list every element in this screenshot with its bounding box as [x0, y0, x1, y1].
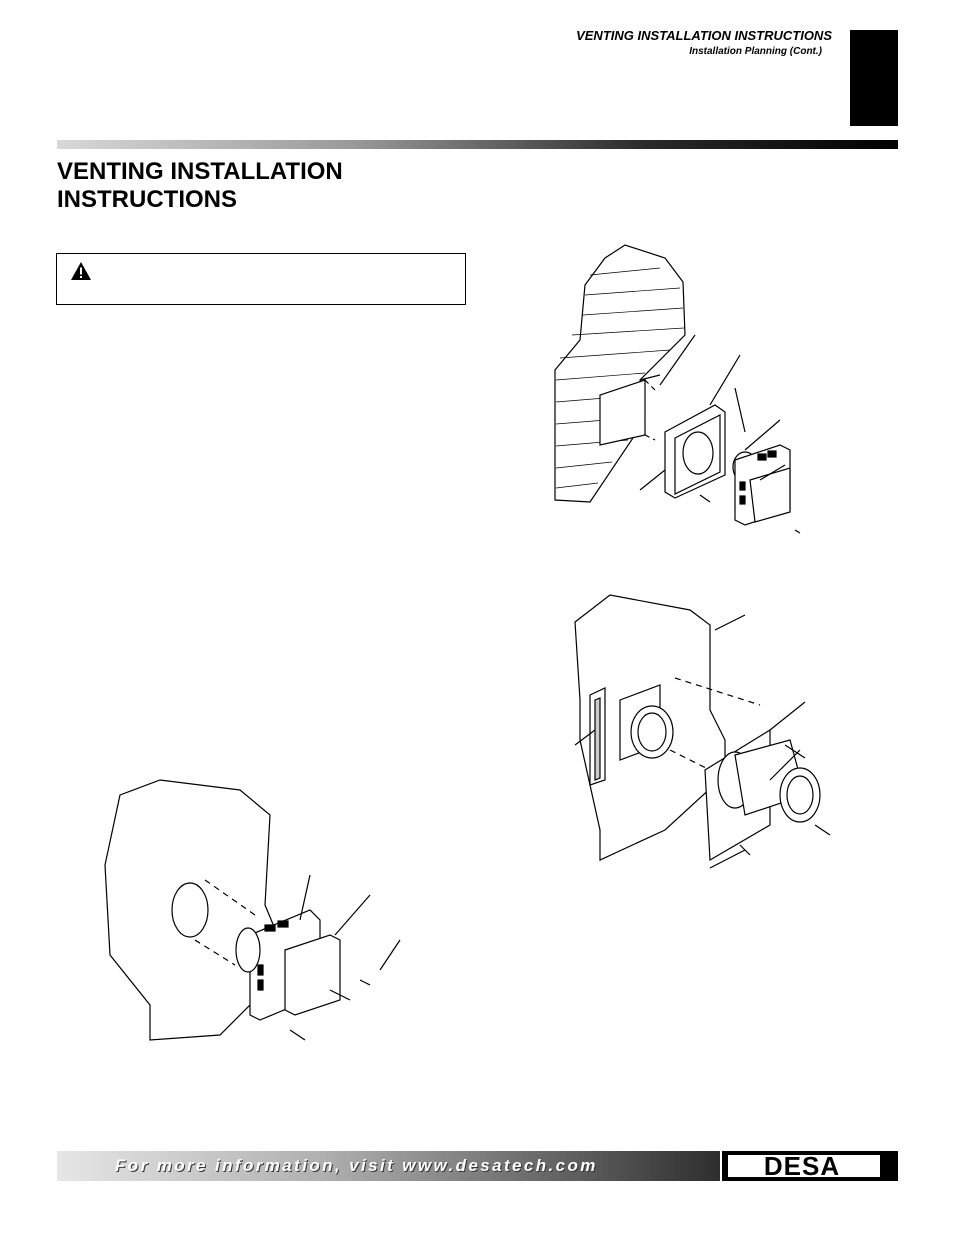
- warning-box: [56, 253, 466, 305]
- siding-wall-vent-figure: [554, 244, 801, 534]
- round-hole-vent-figure: [104, 779, 401, 1041]
- header-title: VENTING INSTALLATION INSTRUCTIONS: [576, 28, 832, 43]
- wall-plate-vent-figure: [574, 594, 831, 869]
- warning-triangle-icon: [71, 262, 91, 280]
- page-title: VENTING INSTALLATION INSTRUCTIONS: [57, 158, 343, 213]
- svg-text:DESA: DESA: [764, 1151, 840, 1181]
- header-subtitle: Installation Planning (Cont.): [689, 46, 822, 57]
- section-tab-marker: [850, 30, 898, 126]
- header-gradient-rule: [57, 140, 898, 149]
- desa-logo: DESA: [722, 1151, 898, 1181]
- footer-bar: For more information, visit www.desatech…: [57, 1151, 720, 1181]
- footer-info-text: For more information, visit www.desatech…: [115, 1156, 598, 1175]
